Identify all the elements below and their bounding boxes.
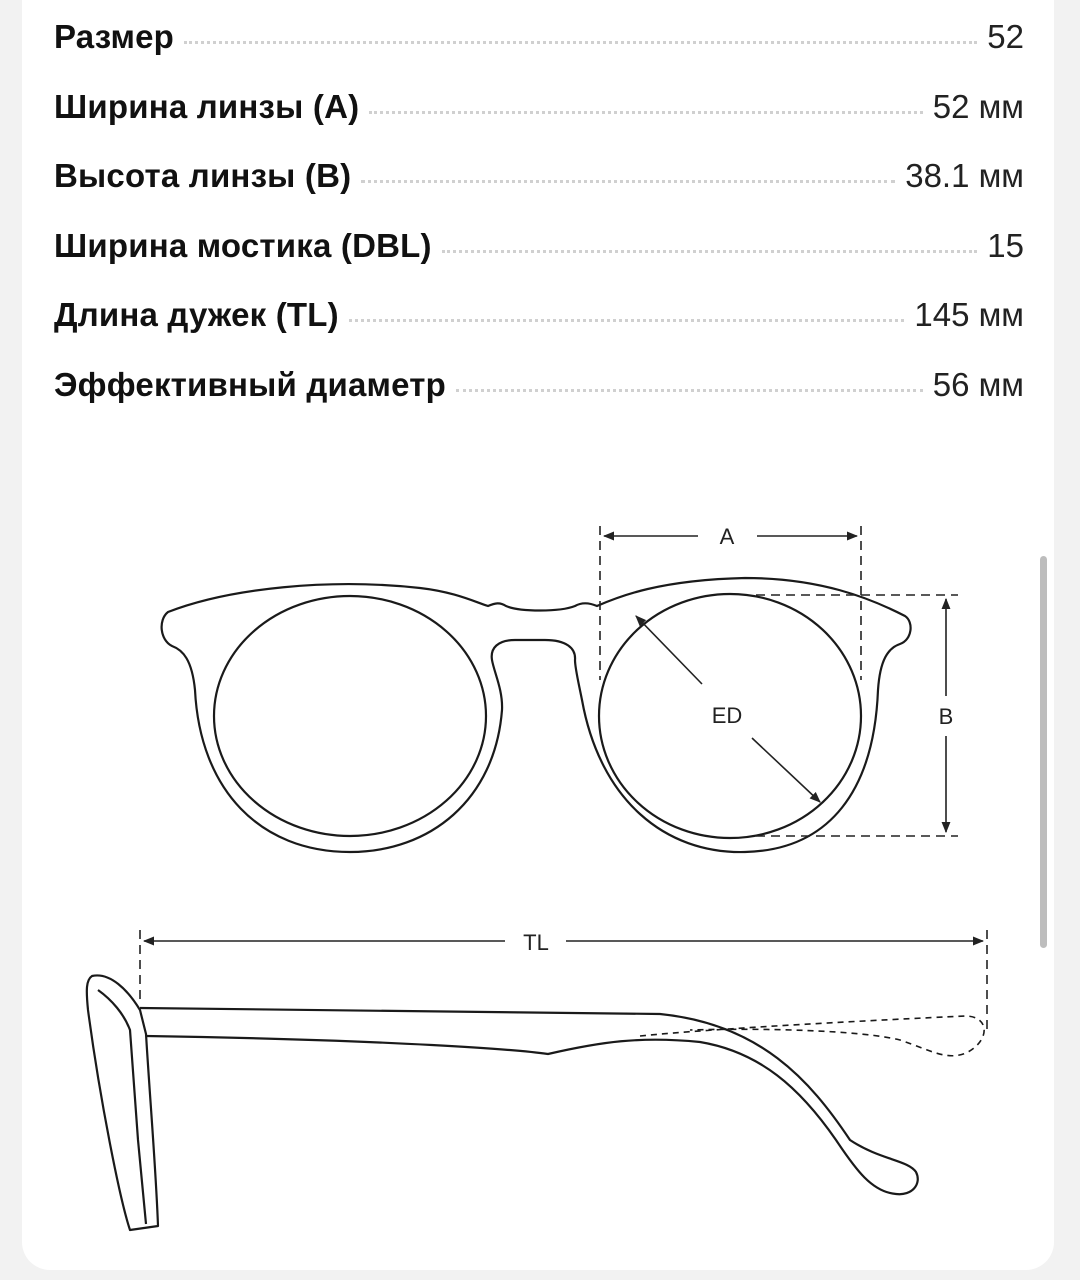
spec-value: 145 мм [914,296,1024,333]
spec-value: 15 [987,226,1024,264]
dotted-leader [184,41,978,44]
dimension-a [599,526,862,680]
dotted-leader [348,319,905,322]
label-b: B [939,704,954,729]
spec-row-temple-length: Длина дужек (TL) 145 мм [54,296,1024,366]
dotted-leader [456,388,923,392]
right-lens [597,592,863,840]
spec-row-bridge-width: Ширина мостика (DBL) 15 [54,227,1024,297]
spec-label: Ширина мостика (DBL) [54,226,432,264]
dimension-ed [635,615,821,803]
spec-value: 52 мм [932,87,1024,125]
size-specs-list: Размер 52 Ширина линзы (A) 52 мм Высота … [54,18,1024,435]
dotted-leader [369,110,923,114]
dimension-b [756,594,958,837]
left-lens [212,594,488,838]
dotted-leader [441,249,978,253]
specs-card [22,0,1054,1270]
glasses-side-view [85,974,985,1232]
scrollbar[interactable] [1040,556,1047,948]
spec-row-lens-width: Ширина линзы (A) 52 мм [54,88,1024,158]
spec-label: Длина дужек (TL) [54,296,339,333]
label-tl: TL [523,930,549,955]
spec-label: Эффективный диаметр [54,365,447,403]
spec-label: Высота линзы (B) [54,157,352,194]
front-frame-outline [160,576,912,854]
glasses-front-view [160,576,912,854]
spec-label: Размер [54,18,175,55]
spec-row-lens-height: Высота линзы (B) 38.1 мм [54,157,1024,227]
side-frame-rim [97,989,148,1225]
spec-label: Ширина линзы (A) [54,87,360,125]
spec-row-size: Размер 52 [54,18,1024,88]
side-frame-front [85,974,160,1232]
spec-row-effective-diameter: Эффективный диаметр 56 мм [54,366,1024,436]
label-ed: ED [712,703,743,728]
dotted-leader [361,180,896,183]
spec-value: 38.1 мм [905,157,1024,194]
temple-tip-dashed [639,1015,985,1057]
spec-value: 52 [987,18,1024,55]
label-a: A [720,524,735,549]
dimension-tl [139,930,988,1030]
temple-arm [139,1006,919,1196]
spec-value: 56 мм [932,365,1024,403]
